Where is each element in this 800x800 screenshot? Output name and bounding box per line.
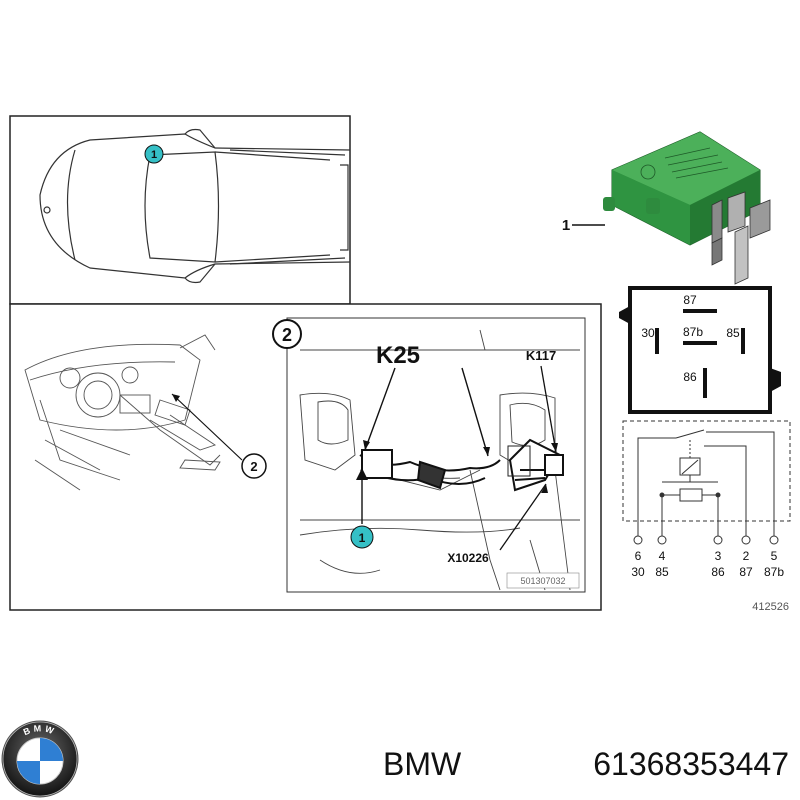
- coil-diagonal: [681, 459, 699, 475]
- x10226-leader-line: [499, 483, 547, 551]
- switch-contact: [675, 429, 705, 439]
- detail-inset: 2: [272, 317, 586, 593]
- k25-leader-line-2: [461, 367, 489, 457]
- schematic-pin-number: 4: [659, 549, 666, 563]
- schematic-housing: [622, 420, 791, 522]
- wire-87: [704, 445, 747, 540]
- k25-leader-arrow: [363, 440, 370, 450]
- relay-illustration: 1: [562, 131, 771, 285]
- wire-87b: [706, 431, 775, 540]
- pin-86-label: 86: [683, 370, 697, 384]
- wire-30: [637, 437, 676, 540]
- schematic-pin-number: 3: [715, 549, 722, 563]
- underdash-sketch: [299, 329, 580, 591]
- pin-layout-notch-left: [619, 306, 630, 324]
- dash-callout-number: 2: [250, 459, 257, 474]
- logo-text: BMW: [22, 723, 55, 737]
- terminal-5: [769, 535, 779, 545]
- pin-30-blade: [655, 328, 659, 354]
- schematic-pin-terminal: 87: [739, 565, 753, 579]
- pin-30-label: 30: [641, 326, 655, 340]
- k25-leader-line: [364, 367, 396, 451]
- part-caption: BMW 61368353447: [383, 746, 789, 782]
- car-outline: [39, 128, 351, 284]
- location-panel: 2 2: [9, 303, 602, 611]
- relay-pin-layout: 87 30 87b 85 86: [619, 286, 781, 414]
- drawing-ref-box: [506, 572, 580, 589]
- node-85: [659, 492, 665, 498]
- relay-mount-tab: [603, 197, 615, 211]
- dash-leader-arrow: [172, 394, 180, 402]
- car-callout-number: 1: [151, 149, 157, 161]
- pin-87-blade: [683, 309, 717, 313]
- brand-name: BMW: [383, 746, 462, 782]
- schematic-pin-number: 5: [771, 549, 778, 563]
- k117-leader-arrow: [551, 443, 558, 452]
- relay-mount-tab-2: [646, 198, 660, 214]
- pin-85-blade: [741, 328, 745, 354]
- relay-bracket: [507, 445, 531, 477]
- pin-86-blade: [703, 368, 707, 398]
- pin-layout-frame: [628, 286, 772, 414]
- wiring-harness: [359, 438, 564, 492]
- schematic-pin-terminal: 87b: [764, 565, 784, 579]
- drawing-reference: 501307032: [520, 576, 565, 586]
- detail-panel-number: 2: [282, 325, 292, 345]
- relay-top-print: [640, 147, 729, 180]
- resistor: [679, 488, 703, 502]
- part-callout-number: 1: [562, 217, 570, 234]
- dash-callout-badge: 2: [241, 453, 267, 479]
- schematic-pin-labels: 6 30 4 85 3 86 2 87 5 87b: [631, 549, 784, 579]
- terminal-6: [633, 535, 643, 545]
- pin-layout-notch-right: [770, 368, 781, 392]
- bmw-logo: BMW: [1, 720, 79, 798]
- schematic-pin-number: 6: [635, 549, 642, 563]
- relay-k25-label: K25: [376, 342, 420, 369]
- car-callout-badge: 1: [144, 144, 164, 164]
- part-number: 61368353447: [593, 746, 789, 782]
- detail-callout-badge: 1: [350, 525, 374, 549]
- node-86: [715, 492, 721, 498]
- schematic-pin-terminal: 85: [655, 565, 669, 579]
- relay-schematic: [622, 420, 791, 545]
- detail-callout-number: 1: [359, 531, 366, 545]
- terminal-3: [713, 535, 723, 545]
- pin-87b-label: 87b: [683, 325, 703, 339]
- pin-87-label: 87: [683, 293, 697, 307]
- diagram-reference: 412526: [752, 601, 789, 613]
- detail-callout-arrow: [356, 468, 368, 480]
- terminal-4: [657, 535, 667, 545]
- car-overview-panel: 1: [9, 115, 351, 305]
- schematic-pin-terminal: 86: [711, 565, 725, 579]
- connector-x10226-label: X10226: [447, 551, 489, 565]
- x10226-leader-arrow: [541, 484, 548, 493]
- relay-pins-illustration: [711, 191, 771, 285]
- relay-k117-label: K117: [526, 348, 556, 363]
- dash-leader-line: [171, 393, 243, 461]
- pin-85-label: 85: [726, 326, 740, 340]
- schematic-pin-number: 2: [743, 549, 750, 563]
- pin-87b-blade: [683, 341, 717, 345]
- k25-leader-arrow-2: [483, 447, 490, 456]
- schematic-pin-terminal: 30: [631, 565, 645, 579]
- terminal-2: [741, 535, 751, 545]
- svg-text:BMW: BMW: [22, 723, 58, 737]
- dashboard-sketch: [24, 334, 221, 491]
- k117-leader-line: [540, 365, 557, 453]
